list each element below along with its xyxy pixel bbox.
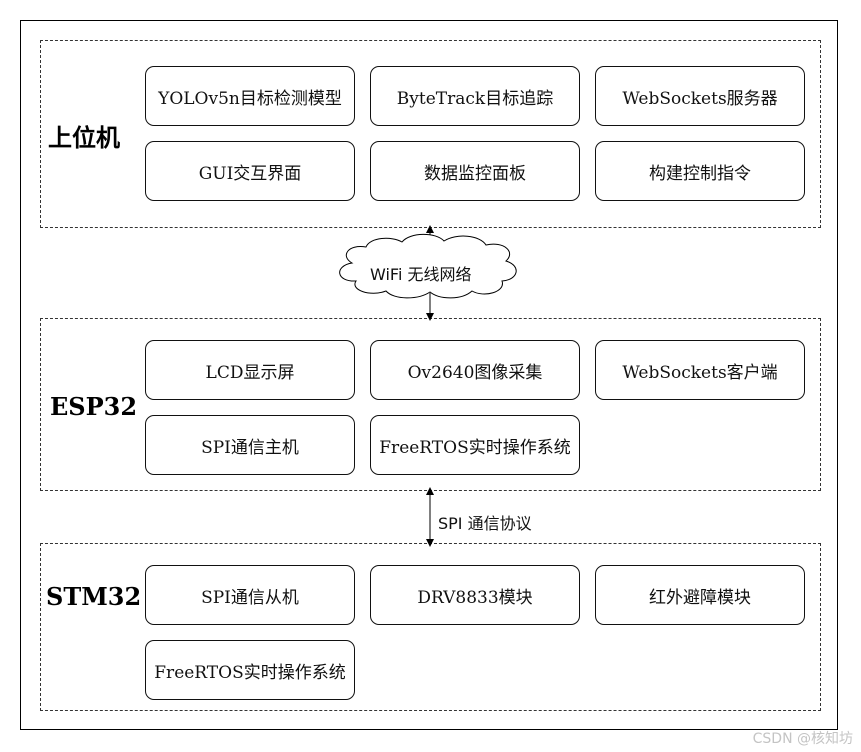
esp32-freertos-box: FreeRTOS实时操作系统: [370, 415, 580, 475]
stm32-freertos-box: FreeRTOS实时操作系统: [145, 640, 355, 700]
control-command-box: 构建控制指令: [595, 141, 805, 201]
esp32-group-label: ESP32: [50, 392, 138, 421]
drv8833-box: DRV8833模块: [370, 565, 580, 625]
spi-protocol-label: SPI 通信协议: [438, 514, 532, 533]
bytetrack-box: ByteTrack目标追踪: [370, 66, 580, 126]
watermark: CSDN @核知坊: [752, 731, 853, 747]
yolo-model-box: YOLOv5n目标检测模型: [145, 66, 355, 126]
spi-master-box: SPI通信主机: [145, 415, 355, 475]
websockets-server-box: WebSockets服务器: [595, 66, 805, 126]
wifi-label: WiFi 无线网络: [370, 265, 472, 284]
monitor-panel-box: 数据监控面板: [370, 141, 580, 201]
wifi-cloud-shape: [339, 233, 517, 299]
ov2640-box: Ov2640图像采集: [370, 340, 580, 400]
stm32-group-label: STM32: [46, 582, 142, 611]
diagram-frame: [20, 20, 838, 730]
ir-obstacle-box: 红外避障模块: [595, 565, 805, 625]
websockets-client-box: WebSockets客户端: [595, 340, 805, 400]
spi-slave-box: SPI通信从机: [145, 565, 355, 625]
lcd-box: LCD显示屏: [145, 340, 355, 400]
gui-box: GUI交互界面: [145, 141, 355, 201]
host-group-label: 上位机: [48, 123, 120, 152]
